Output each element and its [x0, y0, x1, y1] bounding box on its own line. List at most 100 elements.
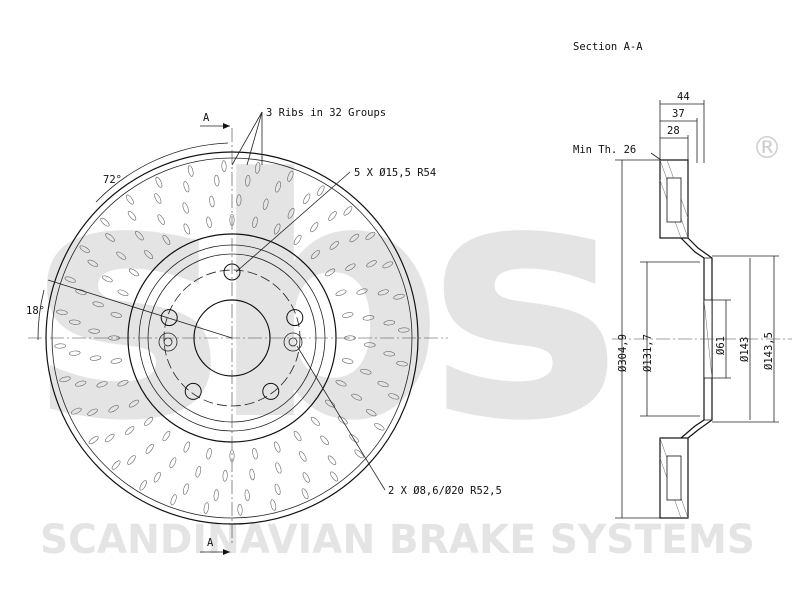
vent-hole: [213, 489, 219, 501]
vent-hole: [187, 165, 194, 177]
vent-channel-top: [666, 177, 682, 223]
vent-hole: [365, 409, 377, 417]
vent-hole: [383, 351, 395, 357]
vent-hole: [273, 223, 281, 235]
vent-hole: [398, 327, 410, 333]
vent-hole: [382, 261, 394, 269]
vent-hole: [182, 202, 189, 214]
vent-channel-bottom: [666, 455, 682, 501]
ribs-leader-2: [246, 111, 263, 166]
small-holes-leader: [296, 345, 386, 491]
vent-hole: [262, 198, 269, 210]
vent-hole: [249, 468, 255, 481]
ribs-callout: 3 Ribs in 32 Groups: [266, 107, 386, 119]
vent-hole: [170, 494, 177, 506]
sbs-logo-watermark: sbs: [30, 109, 612, 493]
vent-hole: [75, 288, 87, 295]
disc-profile: [659, 159, 713, 519]
vent-hole: [68, 350, 81, 356]
vent-hole: [206, 447, 212, 460]
vent-hole: [244, 489, 250, 502]
vent-hole: [125, 194, 134, 205]
bolt-holes-callout: 5 X Ø15,5 R54: [354, 167, 436, 179]
vent-hole: [364, 342, 376, 348]
vent-hole: [299, 451, 307, 462]
vent-hole: [275, 462, 282, 474]
angle-18-label: 18°: [26, 305, 45, 317]
vent-hole: [365, 231, 376, 240]
vent-hole: [320, 435, 329, 445]
vent-hole: [145, 443, 154, 454]
vent-hole: [182, 483, 189, 495]
vent-hole: [329, 241, 339, 250]
vent-hole: [87, 259, 99, 267]
vent-hole: [59, 376, 71, 383]
vent-hole: [87, 408, 98, 416]
bolt-hole: [160, 309, 178, 327]
vent-hole: [144, 250, 154, 260]
vent-hole: [273, 441, 281, 453]
vent-hole: [310, 416, 320, 426]
vent-hole: [330, 471, 339, 482]
angle-72-label: 72°: [103, 174, 122, 186]
section-marker-bottom: A: [207, 537, 214, 549]
vent-hole: [335, 289, 347, 297]
vent-hole: [383, 320, 396, 326]
vent-hole: [275, 181, 282, 193]
vent-hole: [69, 319, 81, 325]
vent-hole: [195, 466, 202, 478]
vent-hole: [108, 405, 119, 413]
bolt-callout-leader: [235, 171, 351, 273]
vent-hole: [255, 162, 261, 174]
company-watermark: SCANDINAVIAN BRAKE SYSTEMS: [40, 517, 755, 563]
vent-hole: [252, 216, 258, 229]
vent-hole: [89, 355, 102, 361]
vent-hole: [360, 368, 372, 375]
vent-hole: [127, 455, 136, 465]
vent-hole: [56, 309, 68, 315]
vent-hole: [377, 289, 389, 296]
small-hole-outer-right: [283, 332, 303, 352]
vent-hole: [157, 214, 165, 225]
vent-hole: [116, 251, 127, 260]
vent-hole: [287, 207, 295, 219]
angle-18-arc: [37, 289, 45, 341]
vent-hole: [79, 245, 90, 253]
vent-hole: [111, 460, 121, 470]
vent-hole: [139, 480, 147, 491]
vent-hole: [96, 381, 108, 388]
vent-hole: [252, 447, 258, 460]
vent-hole: [183, 441, 191, 453]
vent-hole: [328, 211, 337, 221]
vent-hole: [345, 263, 356, 271]
vent-hole: [155, 176, 163, 188]
vent-hole: [270, 499, 277, 511]
vent-hole: [374, 423, 385, 431]
hat-wall-outer: [680, 237, 705, 439]
vent-hole: [127, 210, 137, 221]
vent-hole: [110, 358, 123, 364]
vent-hole: [337, 416, 348, 425]
dim-44-label: 44: [677, 91, 690, 103]
vent-hole: [183, 181, 190, 193]
watermark: sbs ® SCANDINAVIAN BRAKE SYSTEMS: [30, 109, 782, 563]
dia-1435-label: Ø143,5: [763, 332, 775, 370]
front-view: A A 3 Ribs in 32 Groups 5 X Ø15,5 R54 2 …: [26, 107, 502, 555]
vent-hole: [349, 434, 359, 443]
vent-hole: [351, 393, 363, 401]
vent-hole: [301, 488, 309, 500]
vent-hole: [274, 483, 281, 495]
min-th-leader: [650, 152, 662, 161]
vent-hole: [128, 399, 139, 408]
section-marker-top: A: [203, 112, 210, 124]
vent-hole: [100, 217, 110, 227]
small-hole-outer-left: [158, 332, 178, 352]
dia-outer-label: Ø304,9: [617, 334, 629, 372]
vent-hole: [237, 504, 243, 516]
vent-hole: [54, 343, 66, 349]
vent-hole: [75, 380, 87, 387]
dia-hat-label: Ø131,7: [642, 334, 654, 372]
ribs-leader-1: [231, 111, 263, 166]
dia-center-label: Ø61: [715, 336, 727, 355]
vent-hole: [303, 193, 311, 205]
